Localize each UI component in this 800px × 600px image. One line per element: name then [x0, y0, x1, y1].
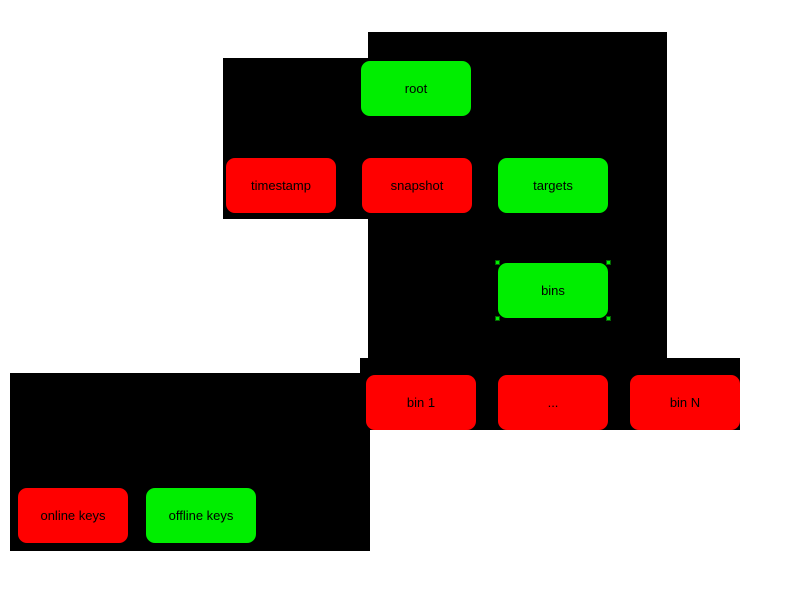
node-snapshot-label: snapshot — [390, 178, 444, 193]
node-bin-ellipsis[interactable]: ... — [498, 375, 608, 430]
node-offline-keys[interactable]: offline keys — [146, 488, 256, 543]
selection-handle-top-left[interactable] — [495, 260, 500, 265]
node-offline-keys-label: offline keys — [168, 508, 234, 523]
node-snapshot[interactable]: snapshot — [362, 158, 472, 213]
node-bin-ellipsis-label: ... — [547, 395, 559, 410]
node-bins[interactable]: bins — [495, 260, 611, 321]
node-targets-label: targets — [533, 178, 573, 193]
node-bin-n[interactable]: bin N — [630, 375, 740, 430]
node-timestamp[interactable]: timestamp — [226, 158, 336, 213]
node-online-keys-label: online keys — [40, 508, 106, 523]
node-bins-label: bins — [541, 283, 565, 298]
node-bin-1-label: bin 1 — [406, 395, 436, 410]
node-root-label: root — [404, 81, 428, 96]
selection-handle-top-right[interactable] — [606, 260, 611, 265]
node-root[interactable]: root — [361, 61, 471, 116]
node-online-keys[interactable]: online keys — [18, 488, 128, 543]
node-targets[interactable]: targets — [498, 158, 608, 213]
selection-handle-bottom-right[interactable] — [606, 316, 611, 321]
node-bin-1[interactable]: bin 1 — [366, 375, 476, 430]
node-timestamp-label: timestamp — [251, 178, 311, 193]
node-bin-n-label: bin N — [669, 395, 701, 410]
selection-handle-bottom-left[interactable] — [495, 316, 500, 321]
